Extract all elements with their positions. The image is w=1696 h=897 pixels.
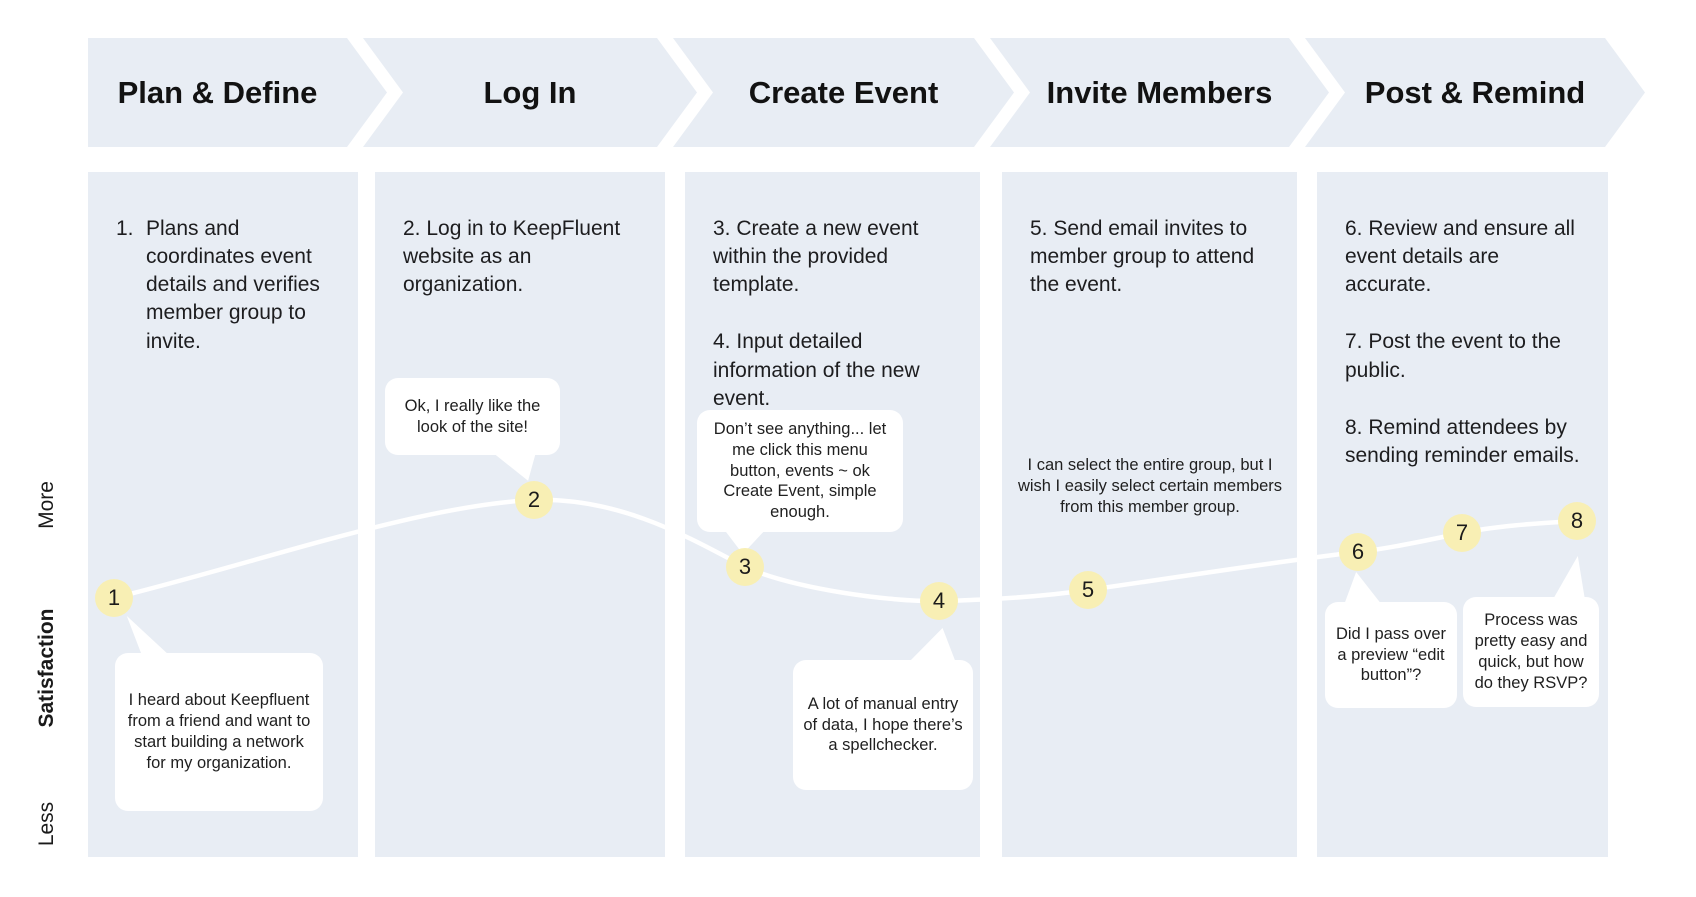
step-number: 7. xyxy=(1345,330,1363,354)
phase-header-post-remind: Post & Remind xyxy=(1305,38,1645,147)
step-number: 1. xyxy=(116,217,134,240)
axis-label-more: More xyxy=(35,481,58,529)
speech-bubble-8: Process was pretty easy and quick, but h… xyxy=(1463,597,1599,707)
step-item-7: 7. Post the event to the public. xyxy=(1345,328,1582,384)
quote-text: Ok, I really like the look of the site! xyxy=(404,396,541,436)
phase-label: Log In xyxy=(483,74,577,110)
step-text: Remind attendees by sending reminder ema… xyxy=(1345,415,1580,467)
step-text: Review and ensure all event details are … xyxy=(1345,217,1575,297)
step-number: 3. xyxy=(713,217,731,240)
step-item-3: 3. Create a new event within the provide… xyxy=(713,215,954,299)
phase-label: Post & Remind xyxy=(1364,74,1586,110)
step-text: Create a new event within the provided t… xyxy=(713,217,919,297)
phase-header-create-event: Create Event xyxy=(673,38,1014,147)
phase-label: Invite Members xyxy=(1046,74,1273,110)
journey-point-3: 3 xyxy=(726,548,764,586)
journey-point-7: 7 xyxy=(1443,514,1481,552)
step-text: Post the event to the public. xyxy=(1345,330,1561,382)
quote-text: I heard about Keepfluent from a friend a… xyxy=(127,691,311,772)
step-number: 4. xyxy=(713,330,731,354)
step-number: 8. xyxy=(1345,415,1363,439)
speech-bubble-6: Did I pass over a preview “edit button”? xyxy=(1325,602,1457,708)
quote-text-5: I can select the entire group, but I wis… xyxy=(1017,456,1283,517)
step-number: 5. xyxy=(1030,217,1048,240)
step-text: Plans and coordinates event details and … xyxy=(146,217,320,353)
phase-header-invite-members: Invite Members xyxy=(990,38,1329,147)
step-item-1: 1. Plans and coordinates event details a… xyxy=(116,215,332,356)
step-item-6: 6. Review and ensure all event details a… xyxy=(1345,215,1582,299)
quote-text: Process was pretty easy and quick, but h… xyxy=(1474,611,1588,692)
journey-point-1: 1 xyxy=(95,579,133,617)
journey-point-2: 2 xyxy=(515,481,553,519)
quote-text: Don’t see anything... let me click this … xyxy=(713,419,887,522)
speech-bubble-4: A lot of manual entry of data, I hope th… xyxy=(793,660,973,790)
speech-bubble-3: Don’t see anything... let me click this … xyxy=(697,410,903,532)
step-item-8: 8. Remind attendees by sending reminder … xyxy=(1345,414,1582,470)
speech-bubble-2: Ok, I really like the look of the site! xyxy=(385,378,560,455)
quote-text: A lot of manual entry of data, I hope th… xyxy=(803,694,963,755)
journey-point-5: 5 xyxy=(1069,571,1107,609)
phase-column-log-in: 2. Log in to KeepFluent website as an or… xyxy=(375,172,665,857)
axis-label-less: Less xyxy=(35,801,58,847)
step-text: Input detailed information of the new ev… xyxy=(713,330,920,410)
quote-text: Did I pass over a preview “edit button”? xyxy=(1335,624,1447,685)
step-number: 6. xyxy=(1345,217,1363,240)
journey-point-8: 8 xyxy=(1558,502,1596,540)
speech-bubble-1: I heard about Keepfluent from a friend a… xyxy=(115,653,323,811)
journey-point-6: 6 xyxy=(1339,533,1377,571)
phase-label: Create Event xyxy=(748,74,939,110)
step-item-5: 5. Send email invites to member group to… xyxy=(1030,215,1271,299)
phase-header-plan-define: Plan & Define xyxy=(88,38,387,147)
step-text: Log in to KeepFluent website as an organ… xyxy=(403,217,621,297)
step-text: Send email invites to member group to at… xyxy=(1030,217,1255,297)
step-item-4: 4. Input detailed information of the new… xyxy=(713,328,954,412)
phase-label: Plan & Define xyxy=(117,74,318,110)
axis-label-satisfaction: Satisfaction xyxy=(35,608,58,728)
phase-header-log-in: Log In xyxy=(363,38,697,147)
step-item-2: 2. Log in to KeepFluent website as an or… xyxy=(403,215,639,299)
journey-point-4: 4 xyxy=(920,582,958,620)
step-number: 2. xyxy=(403,217,421,240)
